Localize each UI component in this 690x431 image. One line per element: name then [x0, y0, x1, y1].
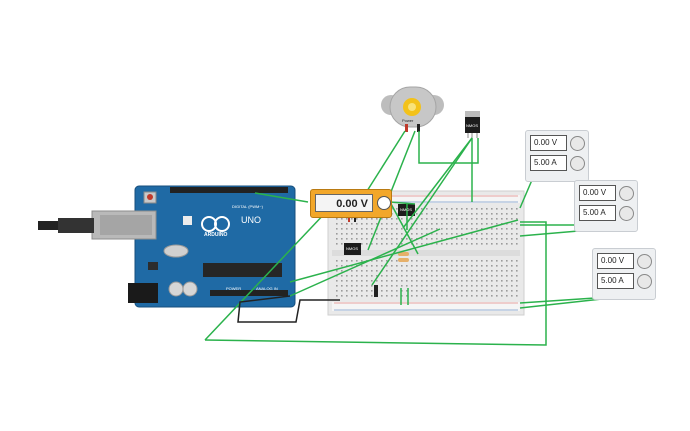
- psu3-current: 5.00 A: [597, 273, 634, 289]
- atmega-chip: [203, 263, 282, 277]
- analog-pins-label: ANALOG IN: [256, 286, 278, 291]
- digital-pins-label: DIGITAL (PWM~): [232, 204, 263, 209]
- psu1-current: 5.00 A: [530, 155, 567, 171]
- psu3-voltage-knob-icon[interactable]: [637, 254, 652, 269]
- power-supply-1[interactable]: 0.00 V 5.00 A: [525, 130, 589, 182]
- digital-header: [170, 187, 288, 193]
- mosfet-top-label: NMOS: [466, 123, 478, 128]
- usb-cable-plug: [38, 221, 60, 230]
- power-pins-label: POWER: [226, 286, 242, 291]
- wires[interactable]: [204, 130, 621, 346]
- dc-motor[interactable]: [381, 86, 444, 132]
- arduino-brand: ARDUINO: [204, 232, 228, 238]
- mosfet-left[interactable]: [344, 243, 361, 255]
- motor-label: Power: [402, 118, 414, 123]
- mosfet-top[interactable]: [465, 111, 480, 138]
- psu3-current-knob-icon[interactable]: [637, 274, 652, 289]
- mosfet-left-label: NMOS: [346, 246, 358, 251]
- multimeter[interactable]: 0.00 V: [310, 189, 392, 218]
- resistor[interactable]: [398, 252, 409, 262]
- reset-button: [147, 194, 153, 200]
- power-supply-2[interactable]: 0.00 V 5.00 A: [574, 180, 638, 232]
- psu2-voltage: 0.00 V: [579, 185, 616, 201]
- arduino-logo-icon: [183, 216, 192, 225]
- multimeter-dial-icon[interactable]: [377, 196, 391, 210]
- power-jack: [128, 283, 158, 303]
- psu1-voltage-knob-icon[interactable]: [570, 136, 585, 151]
- multimeter-probe-black[interactable]: [354, 216, 356, 222]
- multimeter-reading: 0.00 V: [315, 194, 373, 212]
- psu1-voltage: 0.00 V: [530, 135, 567, 151]
- psu2-current: 5.00 A: [579, 205, 616, 221]
- power-supply-3[interactable]: 0.00 V 5.00 A: [592, 248, 656, 300]
- diode[interactable]: [374, 285, 378, 297]
- multimeter-probe-red[interactable]: [348, 216, 350, 222]
- psu2-current-knob-icon[interactable]: [619, 206, 634, 221]
- psu1-current-knob-icon[interactable]: [570, 156, 585, 171]
- psu2-voltage-knob-icon[interactable]: [619, 186, 634, 201]
- arduino-model: UNO: [241, 215, 261, 225]
- mosfet-mid-label: NMOS: [400, 207, 412, 212]
- psu3-voltage: 0.00 V: [597, 253, 634, 269]
- ground-wire[interactable]: [237, 295, 340, 323]
